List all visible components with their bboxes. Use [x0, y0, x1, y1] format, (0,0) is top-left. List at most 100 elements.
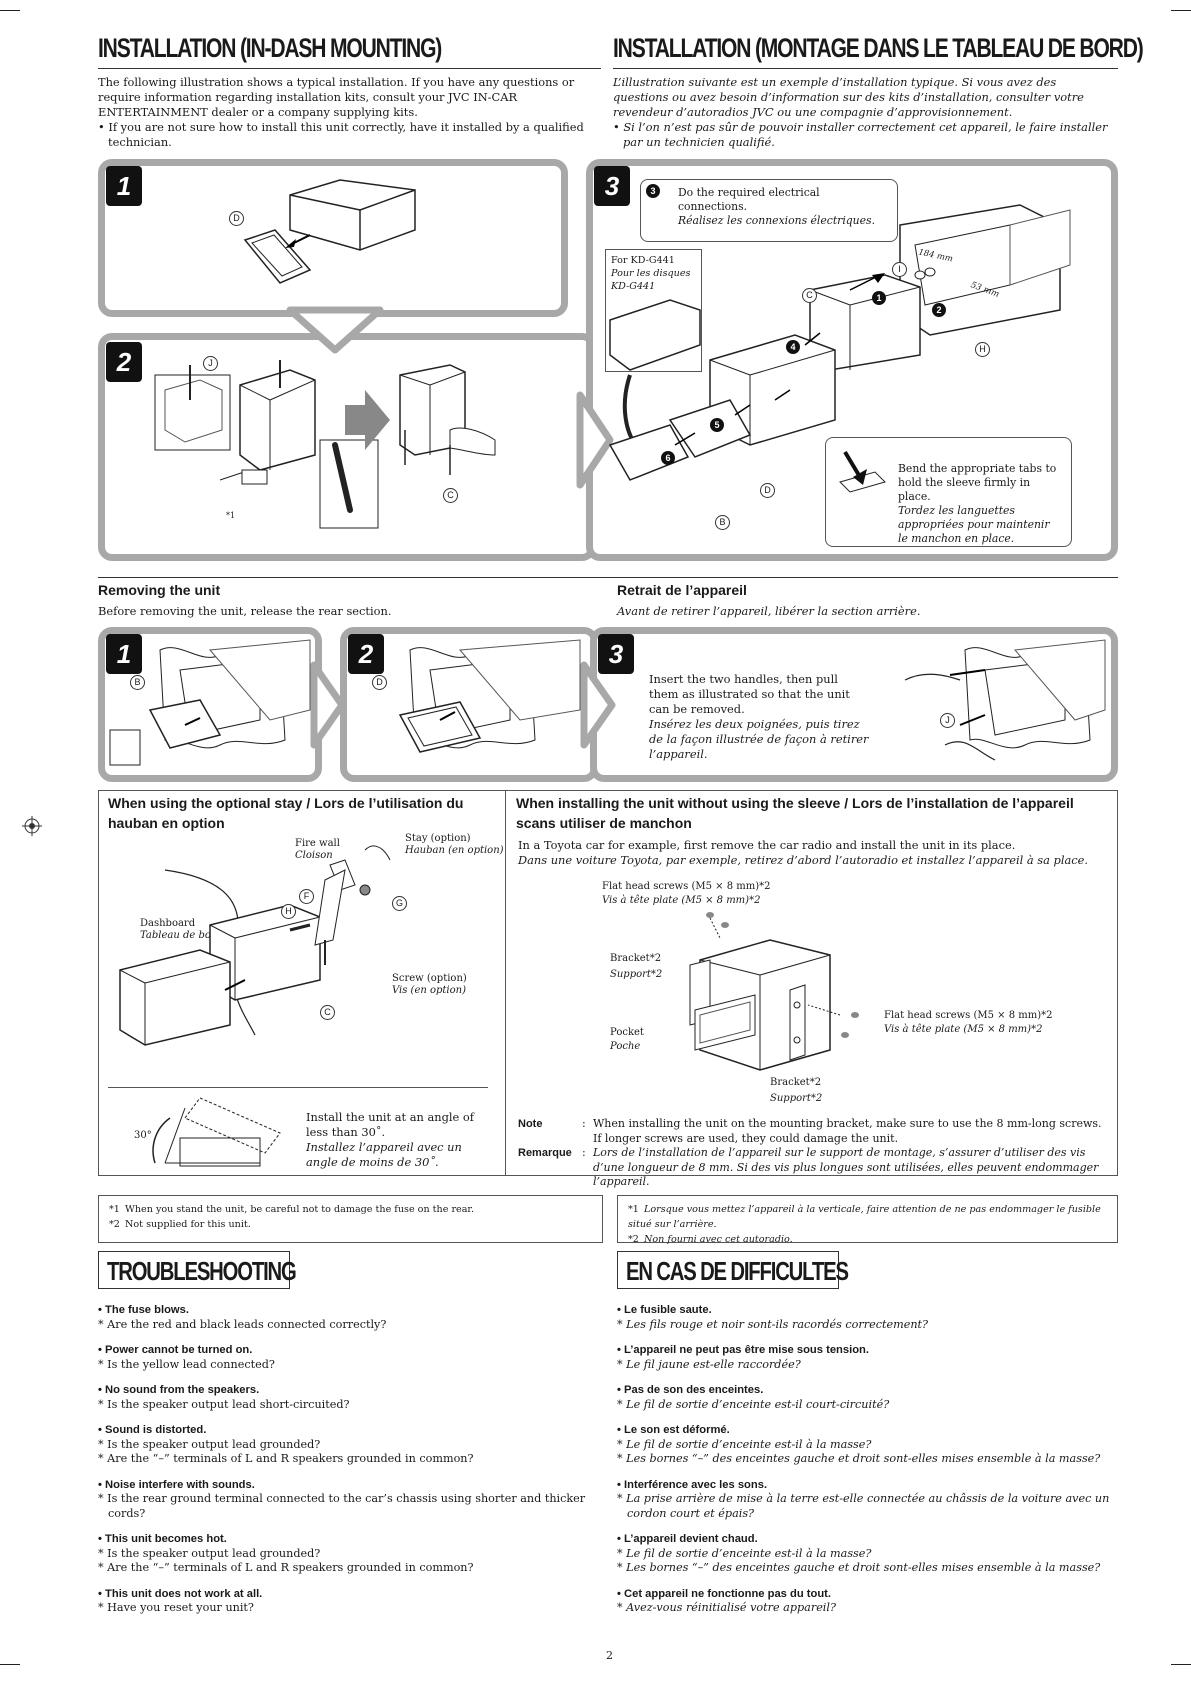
crop-mark	[1171, 1664, 1191, 1665]
asterisk-icon: *	[98, 1601, 108, 1614]
bracket-label-2-en: Bracket*2	[770, 1077, 822, 1088]
part-label-g: G	[392, 896, 407, 911]
stay-illustration	[119, 845, 391, 1046]
troubleshooting-symptom-text: Sound is distorted.	[105, 1424, 207, 1436]
troubleshooting-check: * Are the red and black leads connected …	[98, 1318, 603, 1333]
troubleshooting-item: • Le son est déformé.* Le fil de sortie …	[617, 1423, 1118, 1467]
bullet-icon: •	[617, 1587, 625, 1600]
asterisk-icon: *	[617, 1601, 627, 1614]
step-number-4-icon: 4	[786, 340, 800, 354]
bend-tabs-callout: Bend the appropriate tabs to hold the sl…	[825, 437, 1072, 547]
screw-label-en: Screw (option)	[392, 973, 467, 984]
footnotes-en: *1 When you stand the unit, be careful no…	[98, 1195, 603, 1243]
step-number: 1	[106, 634, 142, 674]
troubleshooting-check: * Les fils rouge et noir sont-ils racord…	[617, 1318, 1118, 1333]
divider	[98, 68, 601, 69]
troubleshooting-check: * Le fil jaune est-elle raccordée?	[617, 1358, 1118, 1373]
firewall-label-en: Fire wall	[295, 838, 340, 849]
footnote-2-fr-text: Non fourni avec cet autoradio.	[644, 1234, 793, 1245]
bend-tab-icon	[839, 450, 886, 493]
removing-title-en: Removing the unit	[98, 582, 221, 598]
troubleshooting-title-fr: EN CAS DE DIFFICULTES	[626, 1256, 849, 1286]
asterisk-icon: *	[98, 1357, 108, 1371]
troubleshooting-symptom: • Le son est déformé.	[617, 1423, 1118, 1438]
step-number: 3	[598, 634, 634, 674]
troubleshooting-symptom: • No sound from the speakers.	[98, 1383, 603, 1398]
troubleshooting-symptom-text: Interférence avec les sons.	[624, 1478, 768, 1491]
arrow-right-icon	[580, 661, 616, 749]
angle-label: 30°	[134, 1130, 152, 1141]
part-label-j: J	[203, 356, 218, 371]
intro-text-en: The following illustration shows a typic…	[98, 75, 575, 119]
bullet-icon: •	[617, 1533, 625, 1545]
footnote-1-fr-text: Lorsque vous mettez l’appareil à la vert…	[628, 1204, 1101, 1230]
pull-handles-illustration	[904, 639, 1106, 761]
troubleshooting-symptom-text: Noise interfere with sounds.	[105, 1478, 255, 1491]
troubleshooting-item: • L’appareil devient chaud.* Le fil de s…	[617, 1532, 1118, 1576]
footnote-mark: *1	[109, 1204, 120, 1215]
mounting-options-box	[98, 790, 1118, 1176]
stay-title: When using the optional stay / Lors de l…	[108, 795, 464, 831]
part-label-d: D	[229, 211, 244, 226]
troubleshooting-item: • Power cannot be turned on.* Is the yel…	[98, 1343, 603, 1372]
nosleeve-title: When installing the unit without using t…	[516, 795, 1074, 831]
nosleeve-text: In a Toyota car for example, first remov…	[518, 838, 1108, 868]
troubleshooting-check-text: Are the “–” terminals of L and R speaker…	[107, 1452, 474, 1465]
part-label-f: F	[299, 889, 314, 904]
intro-fr: L’illustration suivante est un exemple d…	[613, 75, 1113, 150]
troubleshooting-check-text: Is the speaker output lead grounded?	[107, 1437, 321, 1451]
remove-panel-illustration	[109, 639, 311, 766]
troubleshooting-check: * Are the “–” terminals of L and R speak…	[98, 1561, 603, 1576]
flat-screws-label-1-en: Flat head screws (M5 × 8 mm)*2	[602, 881, 771, 892]
intro-bullet-fr: • Si l’on n’est pas sûr de pouvoir insta…	[613, 120, 1108, 149]
removing-text-fr: Avant de retirer l’appareil, libérer la …	[617, 604, 921, 618]
troubleshooting-item: • Sound is distorted.* Is the speaker ou…	[98, 1423, 603, 1467]
bend-tabs-illustration	[154, 360, 496, 529]
footnote-1-en-text: When you stand the unit, be careful not …	[125, 1204, 475, 1215]
intro-bullet-en: • If you are not sure how to install thi…	[98, 120, 584, 149]
troubleshooting-symptom: • Le fusible saute.	[617, 1303, 1118, 1318]
part-label-c: C	[802, 288, 817, 303]
part-label-d: D	[372, 675, 387, 690]
troubleshooting-check: * La prise arrière de mise à la terre es…	[617, 1492, 1118, 1521]
pocket-label-en: Pocket	[610, 1027, 644, 1038]
troubleshooting-check: * Les bornes “–” des enceintes gauche et…	[617, 1561, 1118, 1576]
troubleshooting-check-text: Is the speaker output lead short-circuit…	[107, 1397, 350, 1411]
troubleshooting-item: • Le fusible saute.* Les fils rouge et n…	[617, 1303, 1118, 1332]
troubleshooting-check-text: Is the yellow lead connected?	[107, 1357, 275, 1371]
troubleshooting-symptom: • The fuse blows.	[98, 1303, 603, 1318]
part-label-c: C	[320, 1005, 335, 1020]
title-fr: INSTALLATION (MONTAGE DANS LE TABLEAU DE…	[613, 33, 1144, 63]
bullet-icon: •	[98, 1587, 106, 1600]
note-label: Note	[518, 1118, 543, 1130]
note-text: When installing the unit on the mounting…	[593, 1117, 1102, 1145]
bullet-icon: •	[98, 1478, 106, 1491]
asterisk-icon: *	[617, 1397, 627, 1411]
angle-text-fr: Installez l’appareil avec un angle de mo…	[306, 1140, 462, 1169]
footnote-marker: *1	[226, 511, 236, 520]
part-label-h: H	[975, 342, 990, 357]
asterisk-icon: *	[617, 1561, 627, 1574]
bend-tabs-callout-en: Bend the appropriate tabs to hold the sl…	[898, 462, 1057, 503]
troubleshooting-check: * Is the speaker output lead grounded?	[98, 1438, 603, 1453]
connection-callout-en: Do the required electrical connections.	[678, 186, 820, 213]
stay-label: Stay (option)Hauban (en option)	[405, 833, 504, 857]
intro-bullet-text-en: If you are not sure how to install this …	[108, 120, 584, 149]
kd-callout-fr2: KD-G441	[611, 281, 656, 292]
troubleshooting-check-text: Are the “–” terminals of L and R speaker…	[107, 1561, 474, 1574]
nosleeve-text-fr: Dans une voiture Toyota, par exemple, re…	[518, 853, 1088, 867]
arrow-right-icon	[310, 661, 346, 749]
connection-callout: Do the required electrical connections. …	[640, 179, 898, 242]
asterisk-icon: *	[98, 1561, 108, 1574]
troubleshooting-symptom-text: L’appareil devient chaud.	[624, 1533, 758, 1545]
asterisk-icon: *	[98, 1317, 108, 1331]
sleeve-trim-illustration	[243, 179, 416, 284]
troubleshooting-check-text: Have you reset your unit?	[107, 1601, 254, 1614]
troubleshooting-symptom-text: Le fusible saute.	[624, 1304, 712, 1316]
